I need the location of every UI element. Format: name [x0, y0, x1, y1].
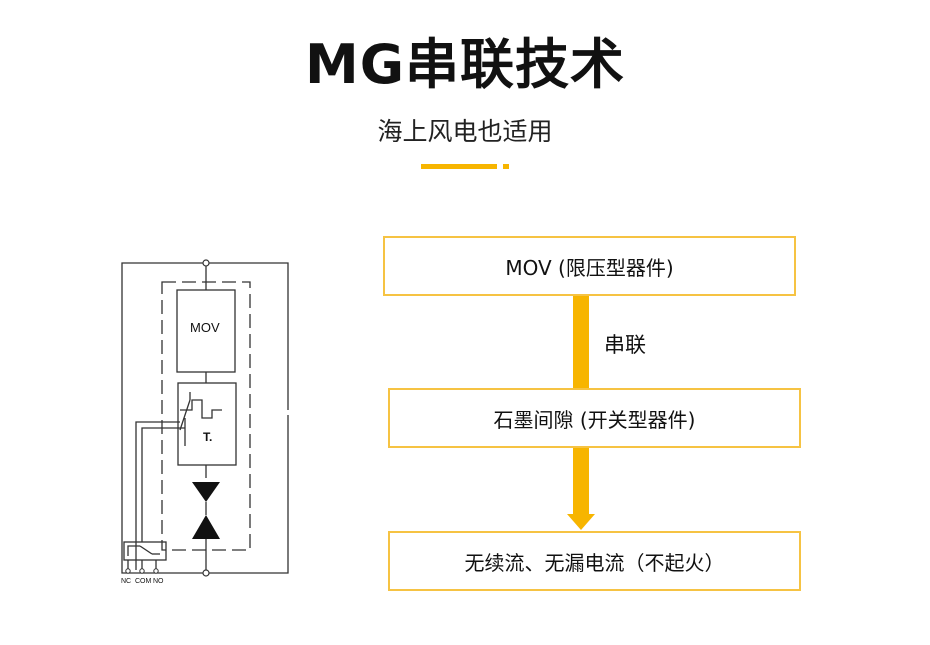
- flow-connector-bar: [573, 296, 589, 388]
- top-node: [202, 259, 210, 267]
- thermal-disconnector: [177, 382, 237, 466]
- terminal-label-no: NO: [153, 578, 164, 585]
- flow-box-result-label: 无续流、无漏电流（不起火）: [464, 550, 725, 575]
- terminal-nc-node: [125, 568, 131, 574]
- flow-arrow-shaft: [573, 448, 589, 516]
- outer-frame-line: [121, 262, 289, 574]
- accent-bar: [421, 164, 497, 169]
- flow-box-result: 无续流、无漏电流（不起火）: [388, 531, 801, 591]
- thermal-label: T.: [203, 430, 212, 444]
- flow-arrowhead-icon: [567, 514, 595, 530]
- terminal-block: [123, 541, 167, 561]
- flow-box-graphite-gap-label: 石墨间隙 (开关型器件): [493, 407, 696, 432]
- gap-triangle-up-icon: [192, 515, 220, 539]
- gap-triangle-down-icon: [192, 482, 220, 502]
- page-subtitle: 海上风电也适用: [377, 117, 553, 146]
- terminal-no-node: [153, 568, 159, 574]
- mov-label: MOV: [190, 320, 220, 335]
- circuit-diagram: MOV T. NC COM NO: [121, 259, 289, 585]
- terminal-label-com: COM: [135, 578, 152, 585]
- bottom-node: [202, 569, 210, 577]
- terminal-label-nc: NC: [121, 578, 131, 585]
- series-label: 串联: [604, 333, 646, 357]
- flow-box-mov: MOV (限压型器件): [383, 236, 796, 296]
- flow-box-mov-label: MOV (限压型器件): [505, 255, 674, 280]
- accent-dot: [503, 164, 509, 169]
- terminal-com-node: [139, 568, 145, 574]
- flow-box-graphite-gap: 石墨间隙 (开关型器件): [388, 388, 801, 448]
- page-title: MG串联技术: [304, 33, 626, 96]
